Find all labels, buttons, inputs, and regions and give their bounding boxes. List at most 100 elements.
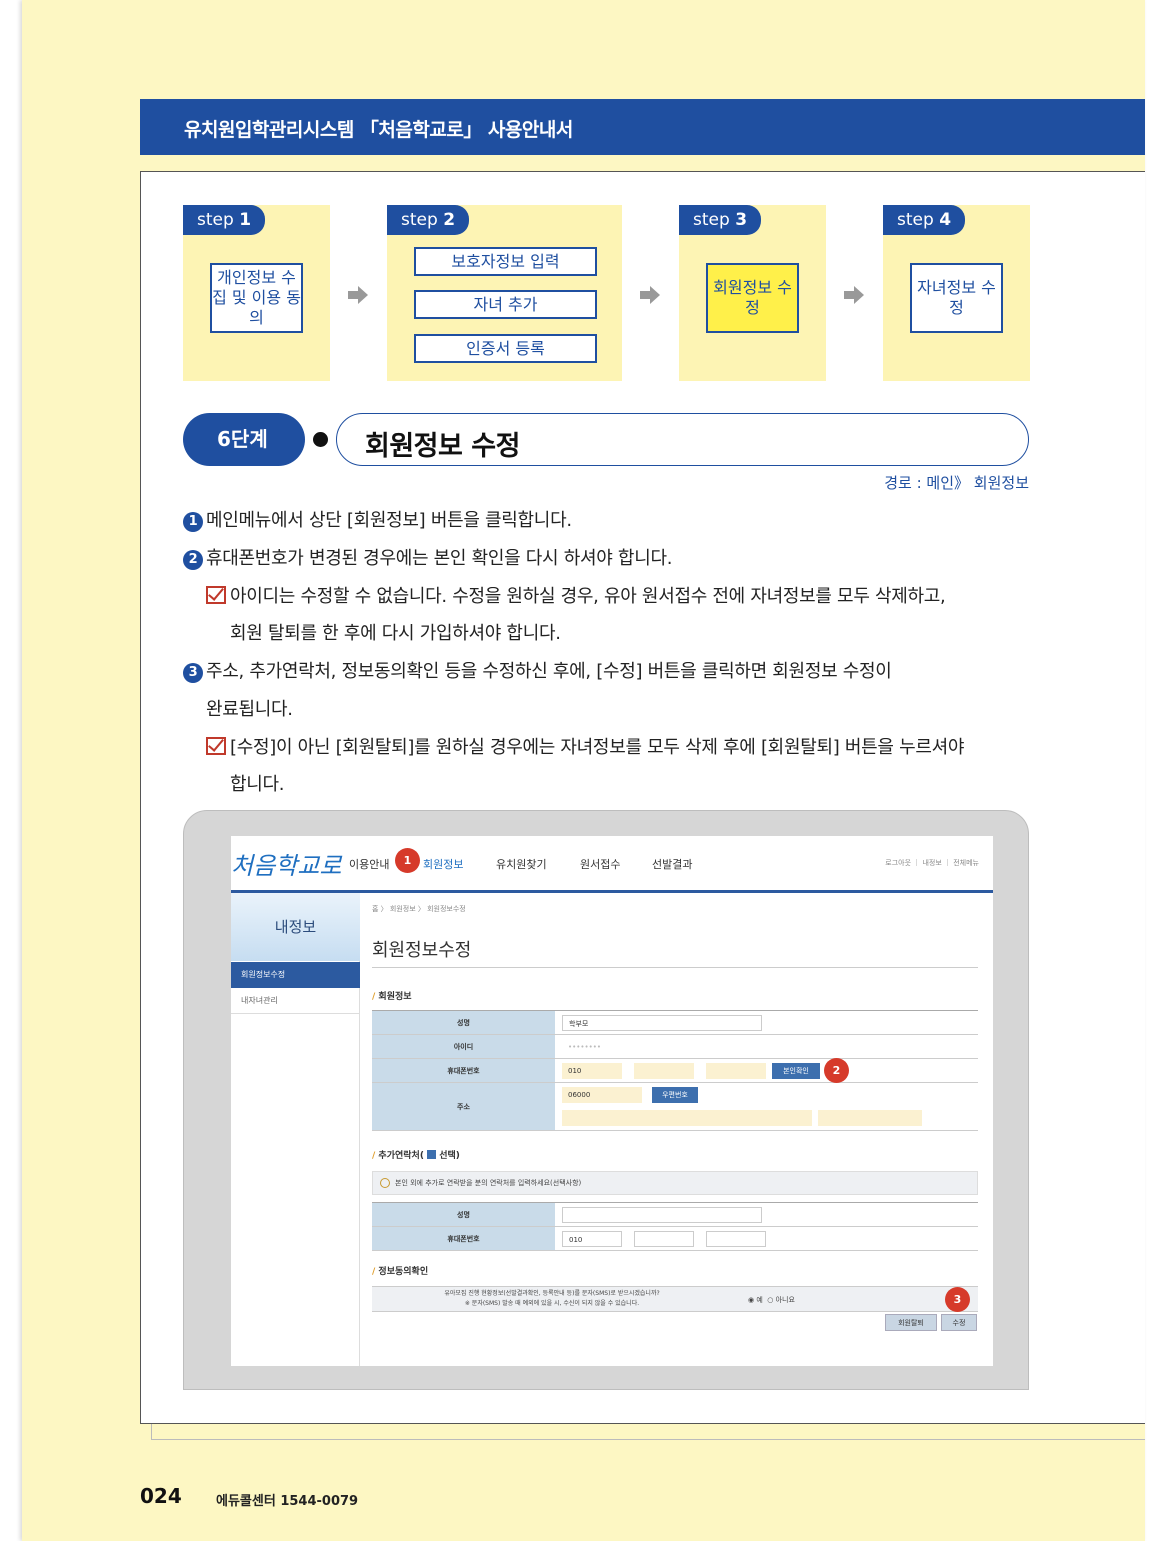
step-tag-3: step 3	[679, 205, 762, 235]
extra-phone-prefix-field[interactable]: 010	[562, 1231, 622, 1247]
step-tag-2: step 2	[387, 205, 470, 235]
member-info-table: 성명 학부모 아이디 •••••••• 휴대폰번호 010 본인확인 2 주소 …	[372, 1010, 978, 1131]
stage-title: 회원정보 수정	[365, 431, 520, 462]
verify-identity-button[interactable]: 본인확인	[772, 1063, 820, 1079]
id-label: 아이디	[372, 1035, 555, 1058]
step-box-add-child: 자녀 추가	[414, 290, 597, 319]
note-2-line-1: [수정]이 아닌 [회원탈퇴]를 원하실 경우에는 자녀정보를 모두 삭제 후에…	[230, 737, 965, 758]
nav-results[interactable]: 선발결과	[652, 858, 693, 871]
page-number: 024	[140, 1484, 182, 1508]
arrow-icon	[640, 285, 662, 305]
utility-links[interactable]: 로그아웃 ｜ 내정보 ｜ 전체메뉴	[885, 859, 979, 867]
step-box-certificate: 인증서 등록	[414, 334, 597, 363]
section-member-info: 회원정보	[372, 989, 411, 1002]
step-box-consent: 개인정보 수집 및 이용 동의	[210, 263, 303, 333]
content-frame-shadow	[151, 1424, 1145, 1440]
extra-name-label: 성명	[372, 1203, 555, 1226]
zipcode-field[interactable]: 06000	[562, 1087, 642, 1103]
stage-label: 6단계	[183, 413, 305, 466]
extra-contact-table: 성명 휴대폰번호 010	[372, 1202, 978, 1251]
nav-member-info[interactable]: 회원정보	[423, 858, 464, 871]
embedded-screenshot: 처음학교로 이용안내 회원정보 유치원찾기 원서접수 선발결과 1 로그아웃 ｜…	[183, 810, 1029, 1390]
page-title: 회원정보수정	[372, 940, 472, 961]
extra-phone-label: 휴대폰번호	[372, 1227, 555, 1250]
callout-badge-2: 2	[824, 1058, 849, 1083]
callout-badge-3: 3	[945, 1287, 970, 1312]
checkbox-checked-icon[interactable]	[427, 1150, 437, 1159]
nav-find-kindergarten[interactable]: 유치원찾기	[496, 858, 547, 871]
callout-badge-1: 1	[395, 848, 420, 873]
route-path: 경로 : 메인》 회원정보	[884, 474, 1029, 492]
extra-phone-last-field[interactable]	[706, 1231, 766, 1247]
number-badge: 1	[183, 512, 203, 532]
phone-last-field[interactable]	[706, 1063, 766, 1079]
title-divider	[372, 967, 978, 968]
number-badge: 2	[183, 550, 203, 570]
step-panel-1: step 1 개인정보 수집 및 이용 동의	[183, 205, 330, 381]
withdraw-button[interactable]: 회원탈퇴	[885, 1314, 937, 1331]
screenshot-viewport: 처음학교로 이용안내 회원정보 유치원찾기 원서접수 선발결과 1 로그아웃 ｜…	[231, 836, 993, 1366]
address-field[interactable]	[562, 1110, 812, 1126]
zipcode-button[interactable]: 우편번호	[652, 1087, 698, 1103]
edit-button[interactable]: 수정	[941, 1314, 977, 1331]
table-row: 아이디 ••••••••	[372, 1035, 978, 1059]
radio-no[interactable]: ○ 아니요	[767, 1296, 795, 1304]
arrow-icon	[348, 285, 370, 305]
call-center: 에듀콜센터 1544-0079	[216, 1494, 359, 1509]
checkbox-icon	[206, 737, 226, 755]
step-box-edit-child: 자녀정보 수정	[910, 263, 1003, 333]
sidebar: 내정보 회원정보수정 내자녀관리	[231, 893, 360, 1366]
step-panel-3: step 3 회원정보 수정	[679, 205, 826, 381]
note-1-line-2: 회원 탈퇴를 한 후에 다시 가입하셔야 합니다.	[230, 623, 561, 644]
checkbox-icon	[206, 586, 226, 604]
table-row: 휴대폰번호 010	[372, 1227, 978, 1251]
extra-phone-middle-field[interactable]	[634, 1231, 694, 1247]
phone-prefix-field[interactable]: 010	[562, 1063, 622, 1079]
phone-middle-field[interactable]	[634, 1063, 694, 1079]
sidebar-title: 내정보	[231, 893, 360, 961]
table-row: 주소 06000 우편번호	[372, 1083, 978, 1131]
step-box-guardian-info: 보호자정보 입력	[414, 247, 597, 276]
table-row: 성명 학부모	[372, 1011, 978, 1035]
site-logo[interactable]: 처음학교로	[231, 852, 342, 880]
consent-question: 유아모집 진행 현황정보(선발결과확인, 등록안내 등)를 문자(SMS)로 받…	[444, 1290, 660, 1307]
nav-application[interactable]: 원서접수	[580, 858, 621, 871]
name-label: 성명	[372, 1011, 555, 1034]
instruction-3-line-2: 완료됩니다.	[206, 699, 293, 720]
breadcrumb: 홈 〉 회원정보 〉 회원정보수정	[372, 905, 466, 913]
section-extra-contact: 추가연락처( 선택)	[372, 1148, 460, 1161]
step-box-edit-member: 회원정보 수정	[706, 263, 799, 333]
phone-label: 휴대폰번호	[372, 1059, 555, 1082]
address-detail-field[interactable]	[818, 1110, 922, 1126]
step-tag-1: step 1	[183, 205, 266, 235]
header-title: 유치원입학관리시스템 「처음학교로」 사용안내서	[184, 119, 573, 141]
nav-divider	[231, 890, 993, 893]
step-tag-4: step 4	[883, 205, 966, 235]
bullet-icon	[313, 432, 328, 447]
stage-title-box: 회원정보 수정	[336, 413, 1029, 466]
note-2-line-2: 합니다.	[230, 774, 285, 795]
table-row: 성명	[372, 1203, 978, 1227]
consent-options: ◉ 예 ○ 아니요	[748, 1295, 795, 1305]
number-badge: 3	[183, 663, 203, 683]
nav-guide[interactable]: 이용안내	[349, 858, 390, 871]
extra-contact-notice: 본인 외에 추가로 연락받을 분의 연락처를 입력하세요(선택사항)	[372, 1171, 978, 1195]
sidebar-item-my-children[interactable]: 내자녀관리	[231, 988, 360, 1014]
id-value: ••••••••	[562, 1039, 622, 1055]
arrow-icon	[844, 285, 866, 305]
address-label: 주소	[372, 1083, 555, 1130]
name-field[interactable]: 학부모	[562, 1015, 762, 1031]
check-circle-icon	[380, 1178, 390, 1188]
sidebar-item-edit-member[interactable]: 회원정보수정	[231, 962, 360, 988]
section-consent: 정보동의확인	[372, 1264, 428, 1277]
radio-yes[interactable]: ◉ 예	[748, 1296, 763, 1304]
extra-name-field[interactable]	[562, 1207, 762, 1223]
step-panel-2: step 2 보호자정보 입력 자녀 추가 인증서 등록	[387, 205, 622, 381]
table-row: 휴대폰번호 010 본인확인 2	[372, 1058, 978, 1083]
note-1-line-1: 아이디는 수정할 수 없습니다. 수정을 원하실 경우, 유아 원서접수 전에 …	[230, 586, 946, 607]
consent-row: 유아모집 진행 현황정보(선발결과확인, 등록안내 등)를 문자(SMS)로 받…	[372, 1286, 978, 1312]
step-panel-4: step 4 자녀정보 수정	[883, 205, 1030, 381]
